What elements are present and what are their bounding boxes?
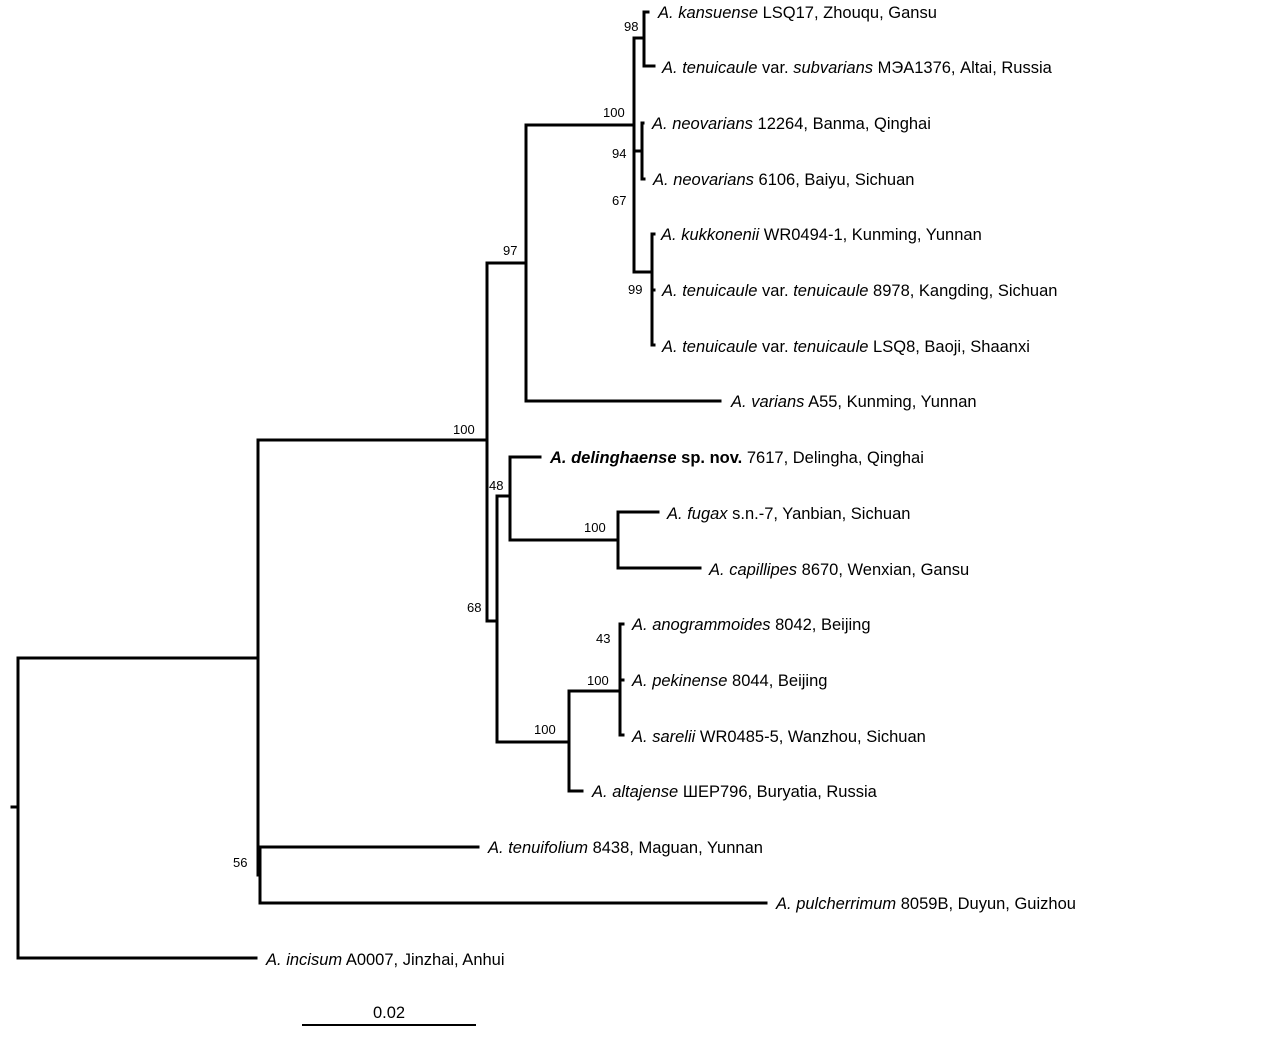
support-anogrammoides-sarelii: 100 (587, 673, 609, 688)
support-clade-with-varians: 97 (503, 243, 517, 258)
tree-branches (10, 10, 768, 960)
tip-label-neovarians-banma: A. neovarians 12264, Banma, Qinghai (651, 115, 931, 133)
support-neovarians: 94 (612, 146, 626, 161)
scale-bar-label: 0.02 (373, 1004, 405, 1022)
support-upper-clade: 100 (603, 105, 625, 120)
tip-label-fugax: A. fugax s.n.-7, Yanbian, Sichuan (666, 505, 910, 523)
tip-label-sarelii: A. sarelii WR0485-5, Wanzhou, Sichuan (631, 728, 926, 746)
tip-label-tenuicaule-baoji: A. tenuicaule var. tenuicaule LSQ8, Baoj… (661, 338, 1030, 356)
tip-label-varians: A. varians A55, Kunming, Yunnan (730, 393, 977, 411)
support-ingroup-core: 100 (453, 422, 475, 437)
tip-label-kansuense: A. kansuense LSQ17, Zhouqu, Gansu (657, 4, 937, 22)
tip-label-anogrammoides: A. anogrammoides 8042, Beijing (631, 616, 871, 634)
scale-bar: 0.02 (302, 1004, 476, 1026)
support-neovarians-kukkonenii: 67 (612, 193, 626, 208)
tip-label-tenuicaule-subvarians: A. tenuicaule var. subvarians МЭА1376, A… (661, 59, 1053, 77)
support-fugax-capillipes: 100 (584, 520, 606, 535)
support-values: 98 100 94 67 99 97 100 48 100 68 43 100 … (233, 19, 642, 870)
support-delinghaense-fugax: 48 (489, 478, 503, 493)
tip-label-pekinense: A. pekinense 8044, Beijing (631, 672, 827, 690)
support-with-altajense: 100 (534, 722, 556, 737)
tip-label-capillipes: A. capillipes 8670, Wenxian, Gansu (708, 561, 969, 579)
support-kansuense-subvarians: 98 (624, 19, 638, 34)
tip-label-neovarians-baiyu: A. neovarians 6106, Baiyu, Sichuan (652, 171, 914, 189)
tip-label-pulcherrimum: A. pulcherrimum 8059B, Duyun, Guizhou (775, 895, 1076, 913)
tip-labels: A. kansuense LSQ17, Zhouqu, Gansu A. ten… (265, 4, 1076, 969)
support-tenuifolium-pulcherrimum: 56 (233, 855, 247, 870)
tip-label-kukkonenii: A. kukkonenii WR0494-1, Kunming, Yunnan (660, 226, 982, 244)
tip-label-incisum: A. incisum A0007, Jinzhai, Anhui (265, 951, 505, 969)
tip-label-tenuifolium: A. tenuifolium 8438, Maguan, Yunnan (487, 839, 763, 857)
support-lower-clade: 68 (467, 600, 481, 615)
support-anogrammoides-pekinense: 43 (596, 631, 610, 646)
support-kukkonenii-tenuicaule: 99 (628, 282, 642, 297)
tip-label-tenuicaule-kangding: A. tenuicaule var. tenuicaule 8978, Kang… (661, 282, 1057, 300)
tip-label-delinghaense: A. delinghaense sp. nov. 7617, Delingha,… (549, 449, 924, 467)
tip-label-altajense: A. altajense ШЕР796, Buryatia, Russia (591, 783, 878, 801)
